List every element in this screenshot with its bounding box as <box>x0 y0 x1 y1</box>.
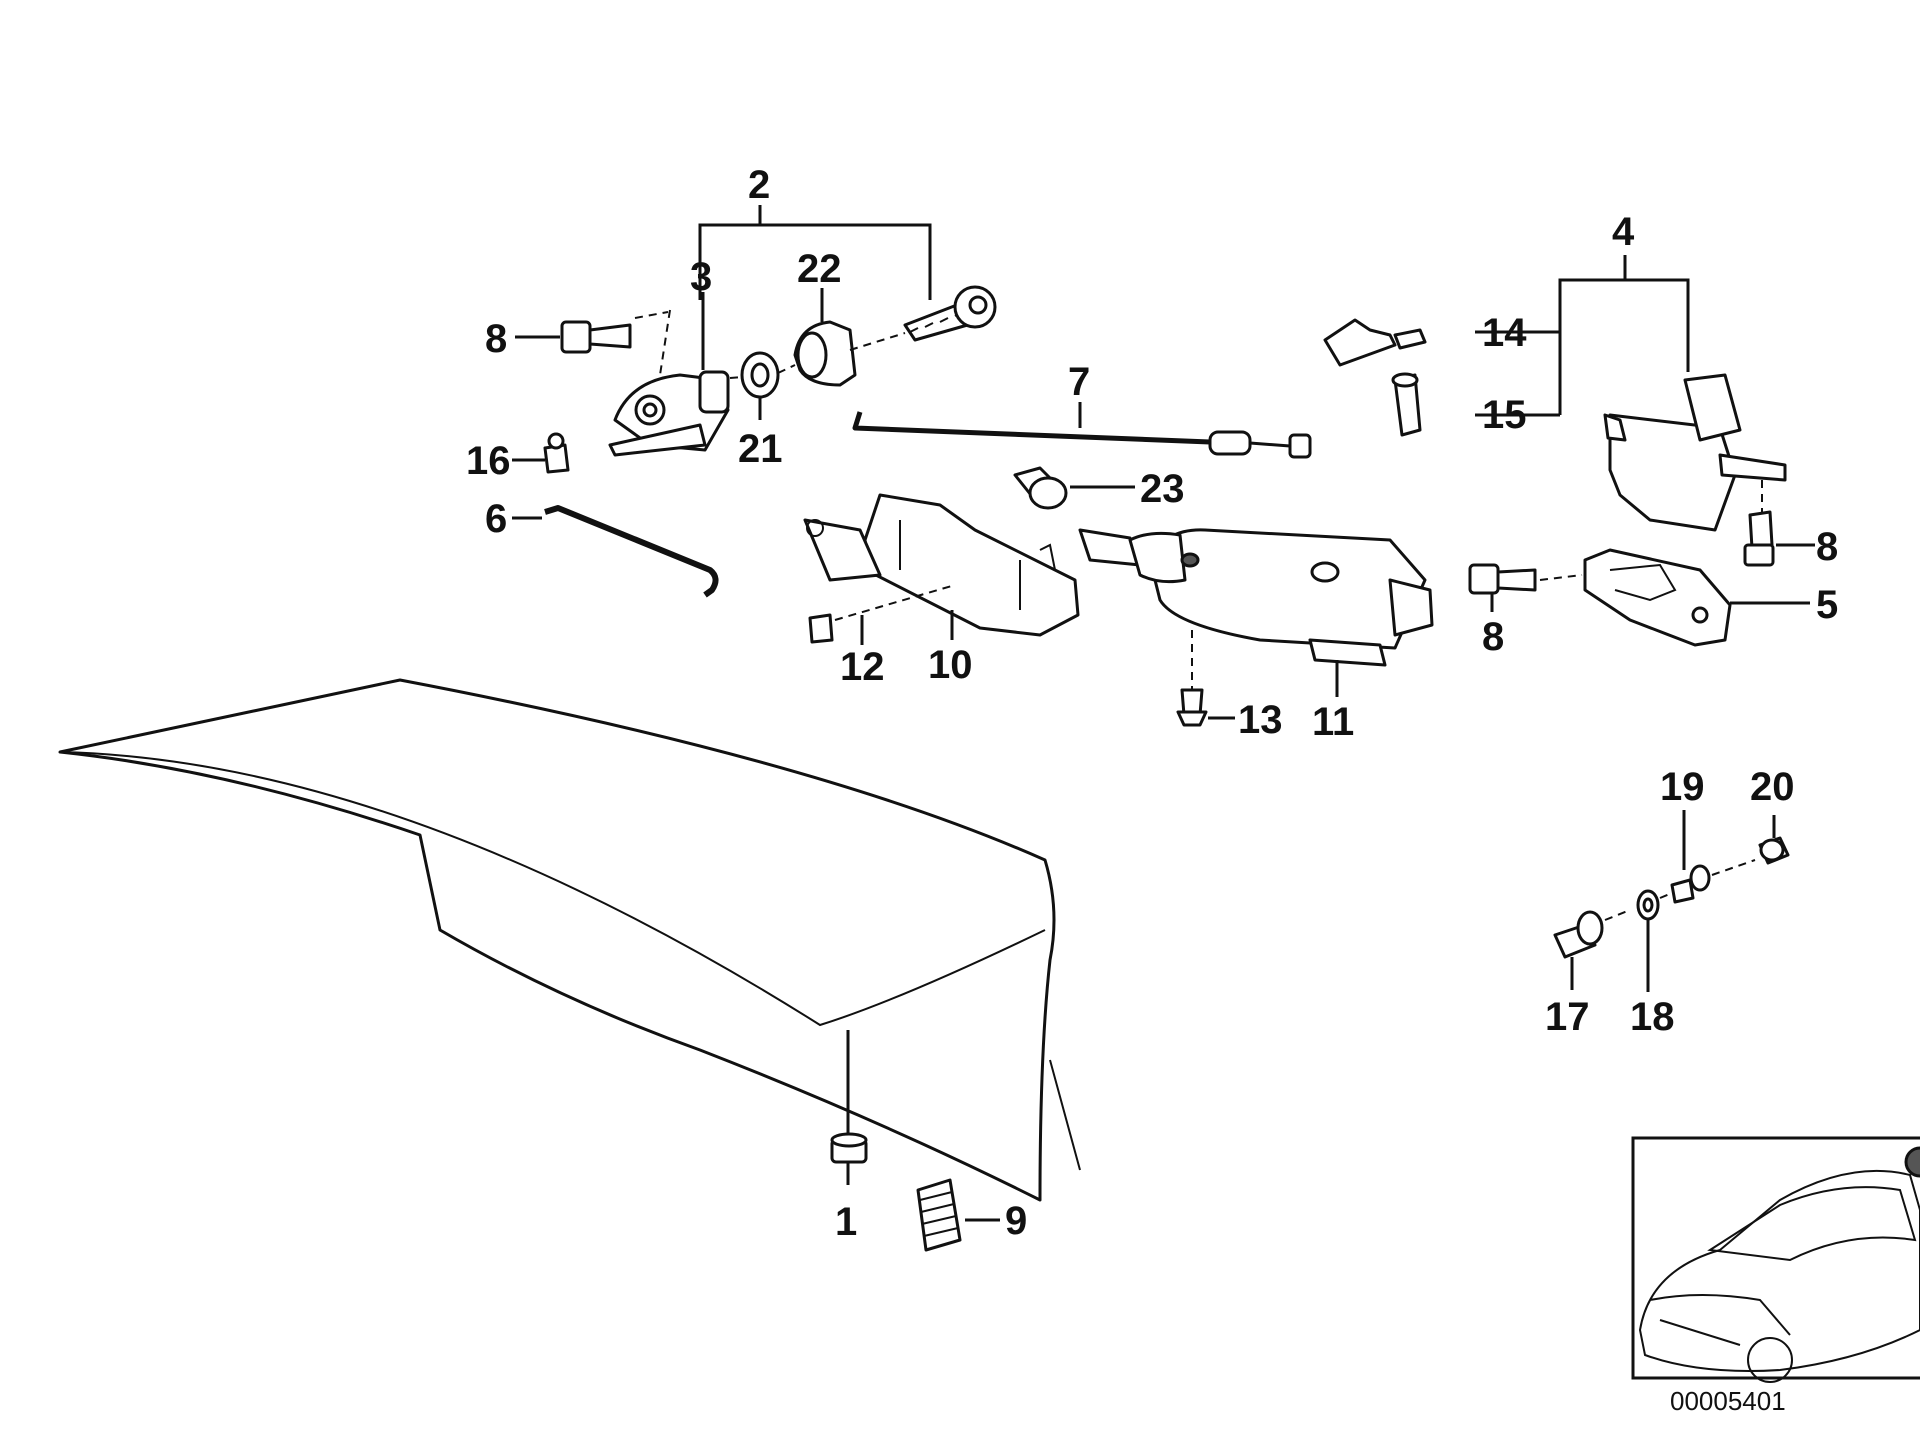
lock-housing-part-22 <box>793 288 857 387</box>
seal-ring-part-21 <box>729 351 796 420</box>
callout-10: 10 <box>928 643 973 687</box>
bolt-part-8-right <box>1743 480 1815 567</box>
control-unit-part-10 <box>803 493 1080 640</box>
reference-number: 00005401 <box>1670 1386 1786 1416</box>
callout-20: 20 <box>1750 765 1795 809</box>
screw-part-13 <box>1176 630 1235 727</box>
bushing-part-23 <box>1013 466 1135 510</box>
screw-part-19 <box>1659 810 1711 904</box>
callout-4: 4 <box>1612 210 1635 254</box>
callout-6: 6 <box>485 497 507 541</box>
callout-16: 16 <box>466 439 511 483</box>
clip-part-16 <box>512 432 570 474</box>
grommet-part-1 <box>830 1030 868 1185</box>
callout-7: 7 <box>1068 360 1090 404</box>
callout-1: 1 <box>835 1200 857 1244</box>
vehicle-thumbnail <box>1631 1136 1920 1383</box>
callout-13: 13 <box>1238 698 1283 742</box>
callout-2: 2 <box>748 163 770 207</box>
callout-15: 15 <box>1482 393 1527 437</box>
callout-22: 22 <box>797 247 842 291</box>
bracket-group-4 <box>1475 255 1690 417</box>
lock-cylinder-part-3 <box>608 292 730 457</box>
striker-part-5 <box>1583 548 1810 647</box>
callout-3: 3 <box>690 255 712 299</box>
screw-part-12 <box>808 584 956 645</box>
bolt-part-8-left <box>515 311 669 354</box>
callout-19: 19 <box>1660 765 1705 809</box>
callout-17: 17 <box>1545 995 1590 1039</box>
wire-bracket-part-14 <box>1323 318 1427 367</box>
rod-part-6 <box>512 505 719 598</box>
bolt-part-8-striker <box>1468 563 1583 612</box>
bracket-group-2 <box>698 205 932 300</box>
callout-5: 5 <box>1816 583 1838 627</box>
callout-9: 9 <box>1005 1199 1027 1243</box>
fastener-part-17 <box>1553 910 1604 990</box>
callout-18: 18 <box>1630 995 1675 1039</box>
callout-8-striker: 8 <box>1482 615 1504 659</box>
trunk-lid <box>58 678 1081 1202</box>
key <box>849 285 997 351</box>
nut-part-20 <box>1711 815 1790 876</box>
lock-unit-part-4 <box>1603 373 1787 532</box>
pin-part-15 <box>1391 372 1422 437</box>
callout-11: 11 <box>1312 700 1354 744</box>
cable-part-7 <box>852 402 1312 459</box>
callout-8-right: 8 <box>1816 525 1838 569</box>
callout-12: 12 <box>840 645 885 689</box>
washer-part-18 <box>1604 889 1660 992</box>
callout-21: 21 <box>738 427 783 471</box>
callout-14: 14 <box>1482 311 1527 355</box>
callout-23: 23 <box>1140 467 1185 511</box>
callout-8-left: 8 <box>485 317 507 361</box>
actuator-part-11 <box>1078 528 1434 697</box>
buffer-part-9 <box>916 1178 1000 1252</box>
